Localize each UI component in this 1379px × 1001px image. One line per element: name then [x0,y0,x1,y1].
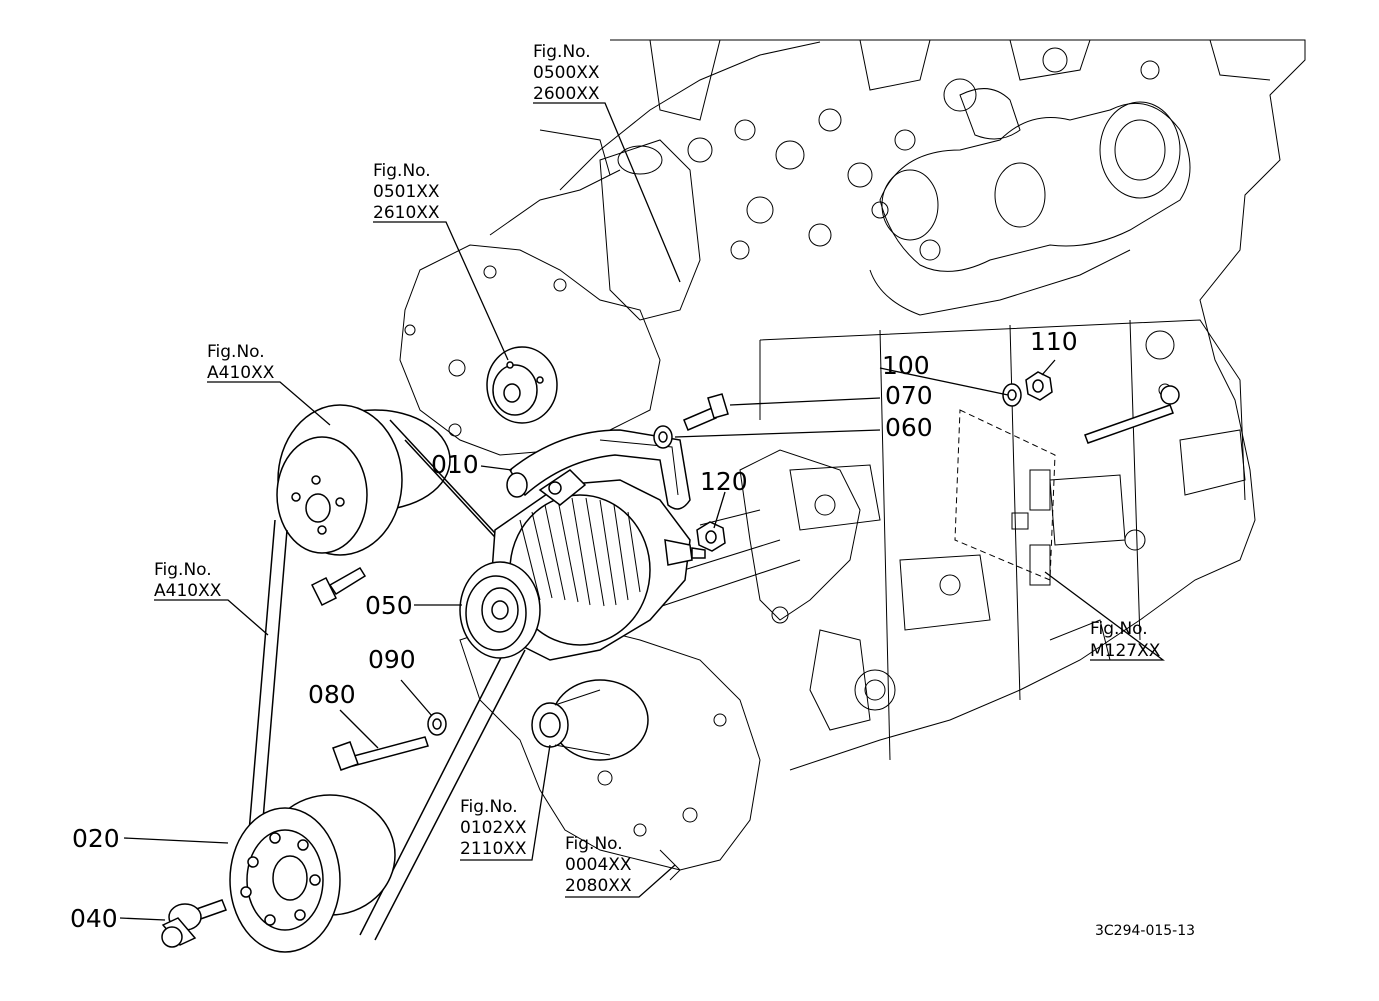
adjusting-bracket [506,429,691,510]
crankshaft-pulley [229,794,396,953]
label-020: 020 [72,824,120,853]
fig-ref-head-title: Fig.No. [533,42,591,62]
fig-ref-pump-title: Fig.No. [373,161,431,181]
hardware [310,371,1053,771]
leader-lines [119,102,1165,921]
label-080: 080 [308,680,356,709]
fig-ref-gearcase-2: 2080XX [565,876,632,896]
label-070: 070 [885,381,933,410]
label-010: 010 [431,450,479,479]
crank-pulley-bolt [161,899,227,948]
fig-ref-pump-2: 2610XX [373,203,440,223]
label-040: 040 [70,904,118,933]
fig-ref-gearcase-1: 0004XX [565,855,632,875]
water-pump-flange [486,346,558,424]
part-number-labels: 010 020 040 050 060 070 080 090 100 110 … [70,327,1078,933]
fig-ref-fan: A410XX [207,363,275,383]
fig-ref-crank-1: 0102XX [460,818,527,838]
label-110: 110 [1030,327,1078,356]
label-060: 060 [885,413,933,442]
fig-ref-belt-title: Fig.No. [154,560,212,580]
fig-ref-crank-2: 2110XX [460,839,527,859]
figure-references: Fig.No. 0500XX 2600XX Fig.No. 0501XX 261… [154,42,1161,896]
fig-ref-belt: A410XX [154,581,222,601]
fig-ref-fan-title: Fig.No. [207,342,265,362]
fig-ref-mount: M127XX [1090,641,1161,661]
label-100: 100 [882,351,930,380]
fan-pulley [276,404,451,556]
drawing-code: 3C294-015-13 [1095,923,1195,939]
fig-ref-head-1: 0500XX [533,63,600,83]
fig-ref-head-2: 2600XX [533,84,600,104]
label-050: 050 [365,591,413,620]
fig-ref-crank-title: Fig.No. [460,797,518,817]
label-090: 090 [368,645,416,674]
fig-ref-mount-title: Fig.No. [1090,619,1148,639]
fig-ref-gearcase-title: Fig.No. [565,834,623,854]
fig-ref-pump-1: 0501XX [373,182,440,202]
label-120: 120 [700,467,748,496]
alternator [459,469,706,661]
